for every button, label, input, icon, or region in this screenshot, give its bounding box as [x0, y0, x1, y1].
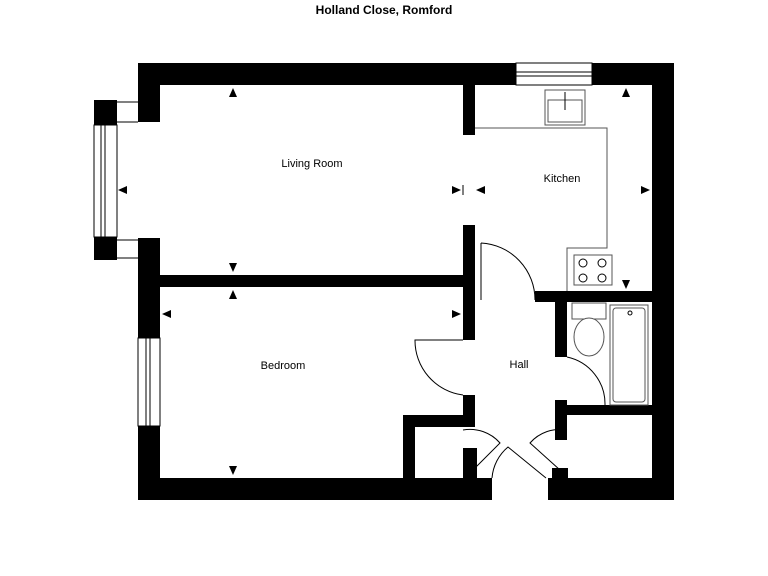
- room-label-hall: Hall: [510, 359, 529, 371]
- toilet-icon: [573, 317, 605, 357]
- room-label-bedroom: Bedroom: [261, 360, 306, 372]
- doors: [414, 242, 606, 479]
- room-label-kitchen: Kitchen: [544, 173, 581, 185]
- plan-title: Holland Close, Romford: [315, 3, 453, 17]
- room-label-living-room: Living Room: [281, 158, 342, 170]
- walls: [94, 63, 674, 500]
- measurement-arrows: [118, 88, 650, 475]
- hob-icon: [573, 254, 613, 286]
- windows: [93, 62, 593, 427]
- bathroom-fixtures: [571, 302, 649, 406]
- kitchen-fixtures: [475, 89, 613, 291]
- toilet-cistern-icon: [571, 302, 607, 320]
